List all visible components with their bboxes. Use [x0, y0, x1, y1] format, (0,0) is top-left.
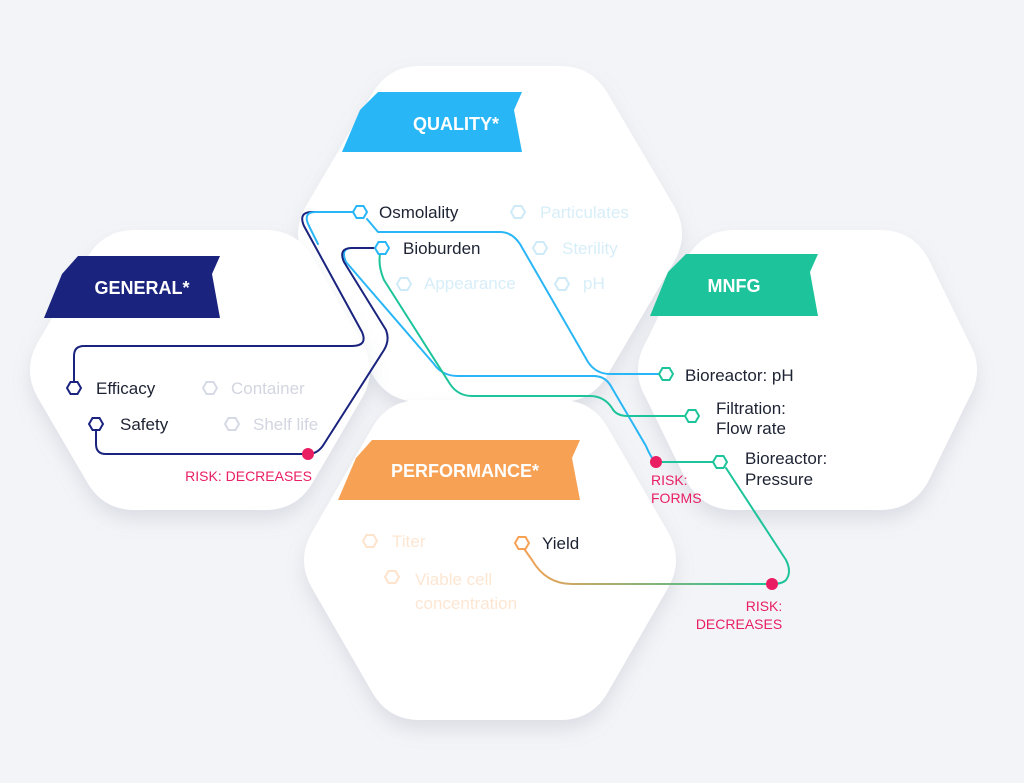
shelf-life-label: Shelf life — [253, 415, 318, 434]
hex-panels — [30, 66, 977, 720]
osmolality-label: Osmolality — [379, 203, 459, 222]
bioreactor-ph-label: Bioreactor: pH — [685, 366, 794, 385]
yield-to-decreases-line — [519, 542, 773, 585]
node-labels: Osmolality Bioburden Particulates Steril… — [96, 203, 827, 613]
bioburden-icon[interactable] — [374, 240, 390, 256]
category-banners: QUALITY* GENERAL* MNFG PERFORMANCE* — [44, 92, 818, 500]
bioreactor-pressure-label-line1: Bioreactor: — [745, 449, 827, 468]
decreases-risk-label-line2: DECREASES — [696, 616, 782, 632]
quality-label: QUALITY* — [413, 114, 499, 134]
viable-cell-label-line2: concentration — [415, 594, 517, 613]
forms-risk-label-line2: FORMS — [651, 490, 702, 506]
forms-risk-label-line1: RISK: — [651, 472, 688, 488]
decreases-risk-dot — [766, 578, 778, 590]
performance-label: PERFORMANCE* — [391, 461, 539, 481]
bioreactor-ph-icon[interactable] — [658, 366, 674, 382]
titer-label: Titer — [392, 532, 426, 551]
mnfg-banner — [650, 254, 818, 316]
ph-label: pH — [583, 274, 605, 293]
container-label: Container — [231, 379, 305, 398]
yield-label: Yield — [542, 534, 579, 553]
bioburden-to-risk-line — [343, 247, 657, 463]
osmolality-icon[interactable] — [352, 204, 368, 220]
risk-labels: RISK: DECREASES RISK: FORMS RISK: DECREA… — [185, 468, 782, 632]
risk-markers — [302, 448, 778, 590]
risk-to-bioburden-line — [307, 247, 389, 455]
safety-label: Safety — [120, 415, 169, 434]
general-risk-dot — [302, 448, 314, 460]
quality-banner — [342, 92, 522, 152]
bioreactor-pressure-label-line2: Pressure — [745, 470, 813, 489]
bioreactor-pressure-icon[interactable] — [712, 454, 728, 470]
sterility-label: Sterility — [562, 239, 618, 258]
filtration-label-line2: Flow rate — [716, 419, 786, 438]
general-risk-label: RISK: DECREASES — [185, 468, 312, 484]
safety-icon[interactable] — [88, 416, 104, 432]
bioburden-label: Bioburden — [403, 239, 481, 258]
efficacy-label: Efficacy — [96, 379, 156, 398]
forms-risk-dot — [650, 456, 662, 468]
filtration-label-line1: Filtration: — [716, 399, 786, 418]
viable-cell-label-line1: Viable cell — [415, 570, 492, 589]
yield-icon[interactable] — [514, 535, 530, 551]
efficacy-icon[interactable] — [66, 380, 82, 396]
mnfg-label: MNFG — [708, 276, 761, 296]
general-label: GENERAL* — [94, 278, 189, 298]
general-banner — [44, 256, 220, 318]
decreases-risk-label-line1: RISK: — [746, 598, 783, 614]
filtration-icon[interactable] — [684, 408, 700, 424]
osmolality-to-bioreactor-ph-line — [366, 218, 661, 375]
appearance-label: Appearance — [424, 274, 516, 293]
particulates-label: Particulates — [540, 203, 629, 222]
performance-banner — [338, 440, 580, 500]
bioburden-to-filtration-line — [378, 253, 687, 417]
osmolality-line[interactable] — [305, 211, 363, 245]
general-to-osmolality-line — [73, 211, 365, 389]
safety-to-risk-line — [95, 423, 309, 455]
